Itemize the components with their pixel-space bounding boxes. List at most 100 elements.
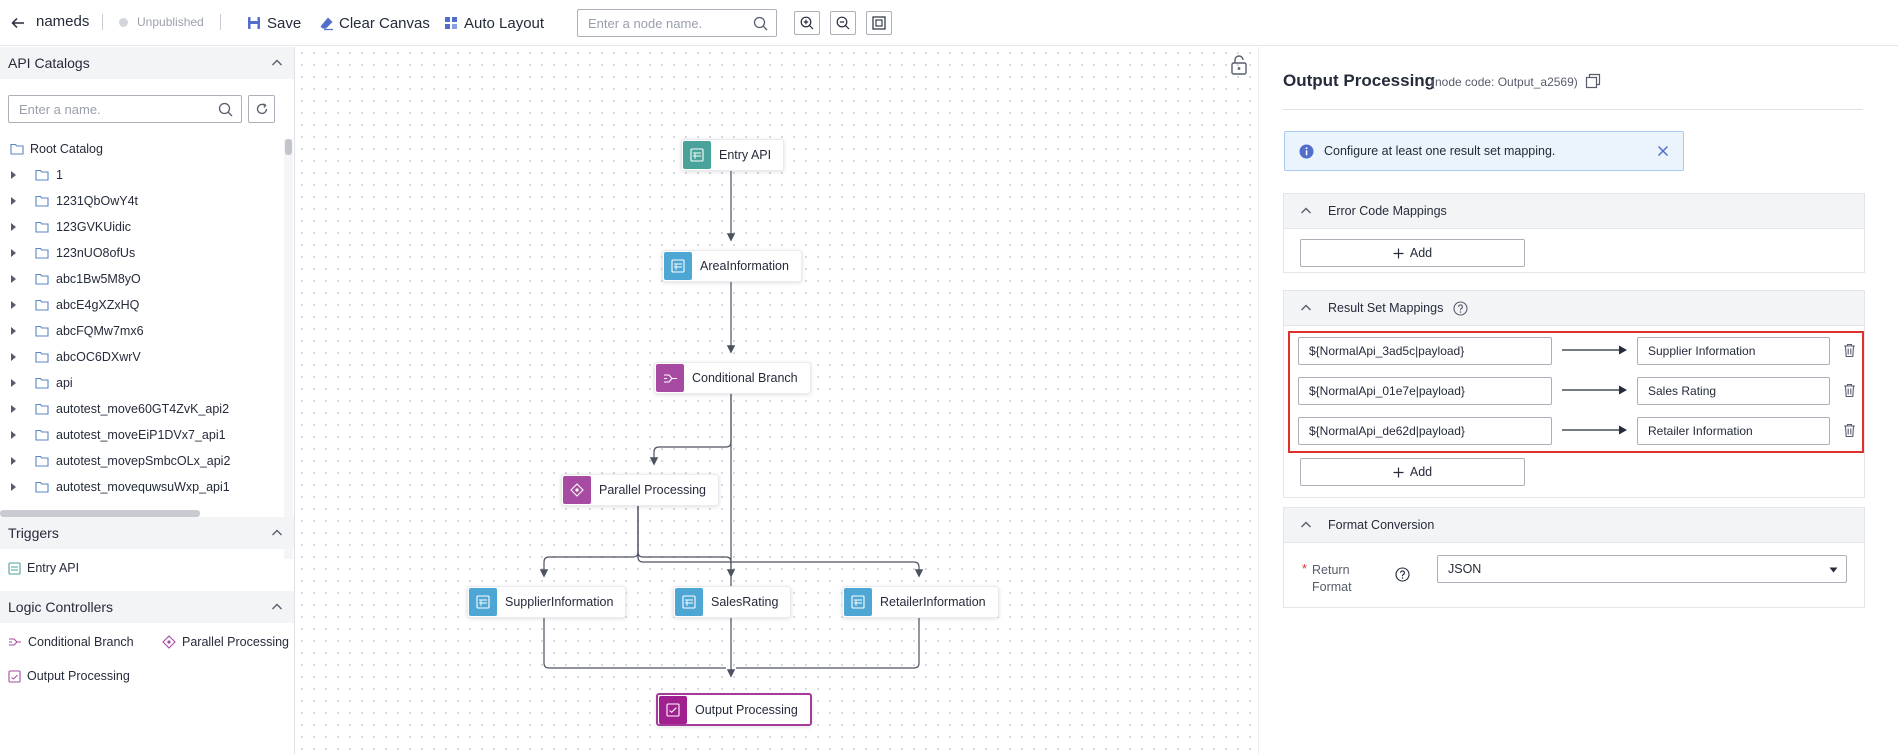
info-alert: Configure at least one result set mappin…: [1284, 131, 1684, 171]
zoom-out-icon: [836, 16, 850, 30]
mapping-target-field[interactable]: Sales Rating: [1637, 377, 1830, 405]
vertical-scrollbar[interactable]: [284, 139, 293, 559]
mapping-target-field[interactable]: Retailer Information: [1637, 417, 1830, 445]
api-icon: [469, 588, 497, 616]
expand-caret-icon[interactable]: [11, 379, 16, 387]
tree-folder-label: 1231QbOwY4t: [56, 194, 138, 208]
node-retailer-information[interactable]: RetailerInformation: [842, 586, 999, 618]
node-conditional-branch[interactable]: Conditional Branch: [654, 362, 811, 394]
result-set-mappings-header[interactable]: Result Set Mappings: [1284, 291, 1864, 326]
return-format-value: JSON: [1448, 562, 1482, 576]
tree-root-label: Root Catalog: [30, 142, 103, 156]
help-icon[interactable]: [1453, 300, 1468, 316]
catalog-search-input[interactable]: [9, 96, 199, 122]
chevron-up-icon[interactable]: [271, 57, 283, 69]
palette-output-processing[interactable]: Output Processing: [8, 669, 130, 683]
error-code-mappings-header[interactable]: Error Code Mappings: [1284, 194, 1864, 229]
palette-parallel-processing[interactable]: Parallel Processing: [162, 635, 289, 649]
zoom-in-button[interactable]: [794, 11, 820, 35]
horizontal-scrollbar[interactable]: [0, 510, 200, 517]
expand-caret-icon[interactable]: [11, 483, 16, 491]
refresh-button[interactable]: [248, 95, 275, 123]
mapping-source-field[interactable]: ${NormalApi_3ad5c|payload}: [1298, 337, 1552, 365]
node-search-input[interactable]: [578, 10, 738, 36]
folder-icon: [35, 403, 49, 415]
logic-controllers-header[interactable]: Logic Controllers: [0, 591, 294, 623]
copy-icon[interactable]: [1585, 73, 1601, 89]
api-catalogs-header[interactable]: API Catalogs: [0, 47, 294, 79]
node-sales-rating[interactable]: SalesRating: [673, 586, 792, 618]
node-entry-api[interactable]: Entry API: [681, 139, 785, 171]
add-error-code-button[interactable]: Add: [1300, 239, 1525, 267]
expand-caret-icon[interactable]: [11, 405, 16, 413]
folder-icon: [35, 195, 49, 207]
close-icon[interactable]: [1657, 145, 1669, 157]
help-icon[interactable]: [1395, 567, 1410, 582]
branch-icon: [656, 364, 684, 392]
node-output-processing[interactable]: Output Processing: [656, 693, 812, 726]
tree-root-catalog[interactable]: Root Catalog: [10, 139, 103, 159]
trash-icon[interactable]: [1843, 423, 1856, 438]
expand-caret-icon[interactable]: [11, 353, 16, 361]
back-arrow-icon[interactable]: [10, 15, 26, 31]
expand-caret-icon[interactable]: [11, 223, 16, 231]
node-label: Entry API: [719, 148, 772, 162]
tree-folder-label: autotest_moveEiP1DVx7_api1: [56, 428, 226, 442]
save-button[interactable]: Save: [246, 13, 301, 33]
tree-folder-label: autotest_movequwsuWxp_api1: [56, 480, 230, 494]
caret-down-icon: [1829, 567, 1838, 573]
search-icon[interactable]: [218, 102, 233, 117]
expand-caret-icon[interactable]: [11, 457, 16, 465]
folder-icon: [35, 481, 49, 493]
palette-entry-api[interactable]: Entry API: [8, 561, 79, 575]
chevron-up-icon[interactable]: [1300, 302, 1312, 314]
expand-caret-icon[interactable]: [11, 249, 16, 257]
folder-icon: [35, 351, 49, 363]
fit-view-button[interactable]: [866, 11, 892, 35]
add-label: Add: [1409, 246, 1433, 260]
refresh-icon: [255, 102, 269, 116]
scroll-thumb[interactable]: [285, 139, 292, 155]
mapping-target-field[interactable]: Supplier Information: [1637, 337, 1830, 365]
mapping-source-field[interactable]: ${NormalApi_de62d|payload}: [1298, 417, 1552, 445]
expand-caret-icon[interactable]: [11, 197, 16, 205]
mapping-row: ${NormalApi_de62d|payload} Retailer Info…: [1290, 417, 1866, 445]
format-conversion-header[interactable]: Format Conversion: [1284, 508, 1864, 543]
search-icon[interactable]: [753, 16, 768, 31]
trash-icon[interactable]: [1843, 383, 1856, 398]
arrow-right-icon: [1562, 385, 1628, 395]
mapping-source-field[interactable]: ${NormalApi_01e7e|payload}: [1298, 377, 1552, 405]
clear-canvas-button[interactable]: Clear Canvas: [318, 13, 430, 33]
api-icon: [675, 588, 703, 616]
chevron-up-icon[interactable]: [1300, 205, 1312, 217]
api-icon: [664, 252, 692, 280]
add-result-set-button[interactable]: Add: [1300, 458, 1525, 486]
eraser-icon: [318, 15, 334, 31]
chevron-up-icon[interactable]: [271, 601, 283, 613]
expand-caret-icon[interactable]: [11, 171, 16, 179]
expand-caret-icon[interactable]: [11, 301, 16, 309]
expand-caret-icon[interactable]: [11, 327, 16, 335]
chevron-up-icon[interactable]: [1300, 519, 1312, 531]
lock-icon[interactable]: [1230, 55, 1248, 75]
node-area-information[interactable]: AreaInformation: [662, 250, 802, 282]
api-icon: [683, 141, 711, 169]
node-search-box: [577, 9, 777, 37]
node-label: SalesRating: [711, 595, 779, 609]
flow-canvas[interactable]: Entry API AreaInformation Conditional Br…: [296, 47, 1258, 754]
node-parallel-processing[interactable]: Parallel Processing: [561, 474, 719, 506]
triggers-header[interactable]: Triggers: [0, 517, 294, 549]
add-label: Add: [1409, 465, 1433, 479]
return-format-select[interactable]: JSON: [1437, 555, 1847, 583]
result-set-mappings-title: Result Set Mappings: [1328, 301, 1444, 315]
expand-caret-icon[interactable]: [11, 275, 16, 283]
expand-caret-icon[interactable]: [11, 431, 16, 439]
zoom-out-button[interactable]: [830, 11, 856, 35]
plus-icon: [1393, 467, 1404, 478]
trash-icon[interactable]: [1843, 343, 1856, 358]
node-supplier-information[interactable]: SupplierInformation: [467, 586, 627, 618]
palette-conditional-branch[interactable]: Conditional Branch: [8, 635, 134, 649]
api-icon: [844, 588, 872, 616]
chevron-up-icon[interactable]: [271, 527, 283, 539]
auto-layout-button[interactable]: Auto Layout: [443, 13, 544, 33]
